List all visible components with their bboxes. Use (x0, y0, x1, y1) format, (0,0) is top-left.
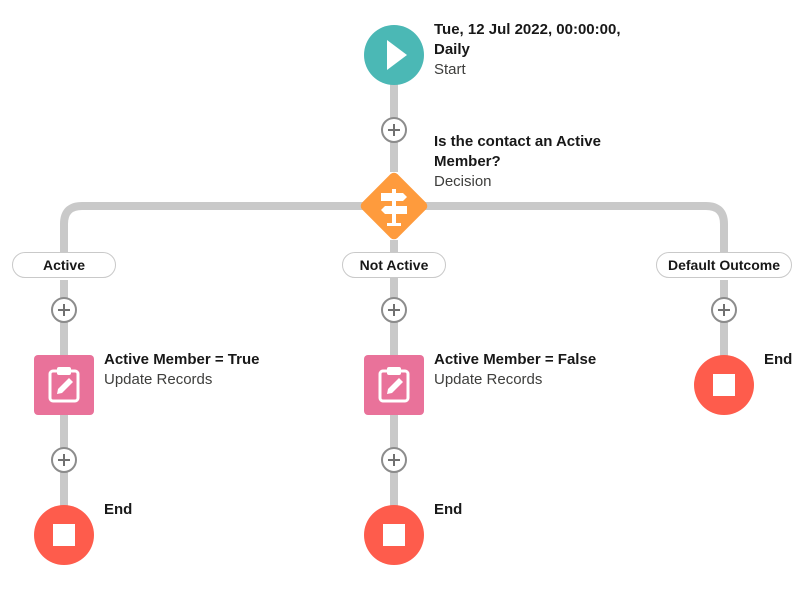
update-records-node-not-active[interactable] (364, 355, 424, 415)
update-records-title-active: Active Member = True (104, 351, 260, 368)
start-label: Tue, 12 Jul 2022, 00:00:00, Daily Start (434, 20, 621, 80)
signpost-icon (381, 189, 407, 226)
stop-icon (53, 524, 75, 546)
decision-title-line2: Member? (434, 153, 501, 170)
end-title-default: End (764, 351, 793, 368)
add-element-button-default[interactable] (711, 297, 737, 323)
outcome-pill-default[interactable]: Default Outcome (656, 252, 792, 278)
end-label-default: End (764, 350, 792, 370)
update-records-node-active[interactable] (34, 355, 94, 415)
end-label-active: End (104, 500, 132, 520)
clipboard-edit-icon (378, 367, 410, 403)
update-records-subtitle-active: Update Records (104, 371, 213, 388)
end-label-not-active: End (434, 500, 462, 520)
add-element-button-active-1[interactable] (51, 297, 77, 323)
outcome-pill-not-active[interactable]: Not Active (342, 252, 446, 278)
stop-icon (383, 524, 405, 546)
update-records-label-active: Active Member = True Update Records (104, 350, 259, 390)
stop-icon (713, 374, 735, 396)
decision-subtitle: Decision (434, 173, 492, 190)
add-element-button-not-active-2[interactable] (381, 447, 407, 473)
decision-label: Is the contact an Active Member? Decisio… (434, 132, 601, 192)
end-node-default[interactable] (694, 355, 754, 415)
update-records-subtitle-not-active: Update Records (434, 371, 543, 388)
decision-title-line1: Is the contact an Active (434, 133, 601, 150)
update-records-title-not-active: Active Member = False (434, 351, 597, 368)
start-title-line2: Daily (434, 41, 470, 58)
start-node[interactable] (364, 25, 424, 85)
start-subtitle: Start (434, 61, 466, 78)
decision-diamond (360, 172, 428, 240)
add-element-button-active-2[interactable] (51, 447, 77, 473)
end-node-active[interactable] (34, 505, 94, 565)
start-title-line1: Tue, 12 Jul 2022, 00:00:00, (434, 21, 621, 38)
add-element-button-not-active-1[interactable] (381, 297, 407, 323)
outcome-pill-active[interactable]: Active (12, 252, 116, 278)
decision-node[interactable] (351, 163, 437, 249)
end-node-not-active[interactable] (364, 505, 424, 565)
update-records-label-not-active: Active Member = False Update Records (434, 350, 596, 390)
end-title-active: End (104, 501, 133, 518)
clipboard-edit-icon (48, 367, 80, 403)
play-icon (387, 40, 407, 70)
add-element-button-after-start[interactable] (381, 117, 407, 143)
end-title-not-active: End (434, 501, 463, 518)
